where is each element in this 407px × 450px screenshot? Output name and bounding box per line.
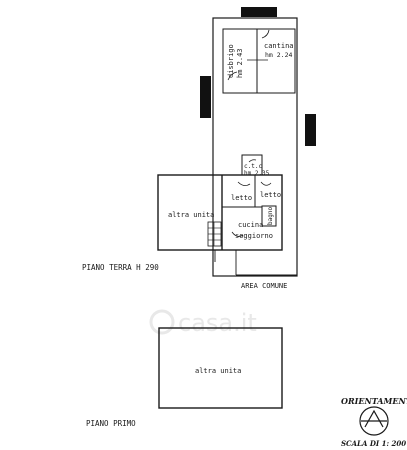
door-arc-letto1	[237, 181, 251, 186]
redaction-right	[305, 114, 316, 146]
watermark: casa.it	[149, 309, 257, 337]
label-altra-unita-first: altra unita	[195, 367, 241, 375]
label-area-comune: AREA COMUNE	[241, 282, 287, 290]
door-arc-disbrigo	[227, 71, 238, 81]
door-arc-letto2	[260, 181, 272, 186]
annex-outer-wall	[212, 17, 298, 277]
watermark-logo-icon	[149, 309, 175, 335]
label-altra-unita-ground: altra unita	[168, 211, 214, 219]
label-ctc: c.t.c	[244, 163, 262, 170]
label-disbrigo: disbrigo	[227, 44, 235, 78]
watermark-text: casa.it	[178, 309, 257, 337]
upper-annex	[212, 17, 298, 277]
bagno-room	[261, 205, 277, 227]
label-scala: SCALA DI 1: 200	[341, 439, 406, 448]
label-letto-1: letto	[231, 194, 252, 202]
label-orientamento: ORIENTAMENTO	[341, 396, 407, 406]
label-piano-terra: PIANO TERRA H 290	[82, 263, 159, 272]
label-bagno: bagno	[267, 207, 274, 225]
compass-arrow-icon	[364, 409, 384, 428]
label-disbrigo-height: hm 2.43	[236, 48, 244, 78]
label-cantina: cantina	[264, 42, 294, 50]
label-cantina-height: hm 2.24	[265, 51, 292, 59]
door-arc-ctc	[248, 159, 257, 163]
compass-circle-icon	[359, 406, 389, 436]
ground-floor-outline	[157, 174, 283, 251]
ground-floor	[157, 29, 283, 251]
first-floor-outline	[158, 327, 283, 409]
compass	[359, 406, 389, 436]
entrance-path	[214, 250, 297, 276]
label-ctc-height: hm 2.35	[244, 170, 270, 177]
label-letto-2: letto	[260, 191, 281, 199]
door-arc-cucina	[231, 231, 244, 237]
door-arc-cantina	[261, 29, 270, 39]
redaction-left	[200, 76, 211, 118]
label-soggiorno: soggiorno	[235, 232, 273, 240]
label-cucina: cucina	[238, 221, 263, 229]
redaction-top	[241, 7, 277, 17]
annex-storage-block	[222, 28, 296, 94]
label-piano-primo: PIANO PRIMO	[86, 419, 136, 428]
redaction-blocks	[200, 7, 316, 146]
